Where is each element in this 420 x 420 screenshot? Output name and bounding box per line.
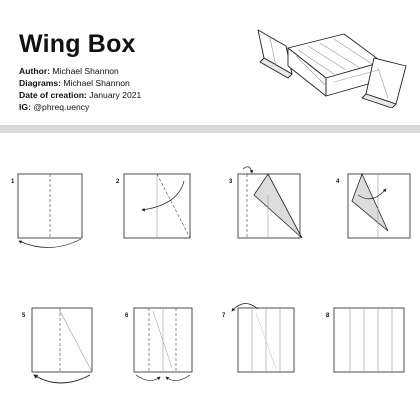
arrow-icon xyxy=(357,188,387,200)
step-8-diagram xyxy=(333,307,405,373)
step-number-4: 4 xyxy=(336,179,340,185)
credit-diagrams: Diagrams: Michael Shannon xyxy=(19,78,130,88)
arrow-icon xyxy=(141,180,185,212)
step-number-5: 5 xyxy=(22,313,26,319)
step-number-8: 8 xyxy=(326,313,330,319)
folding-diagram: 1 2 3 4 5 6 7 8 xyxy=(11,166,411,384)
credit-instagram: IG: @phreq.uency xyxy=(19,102,90,112)
arrow-icon xyxy=(18,238,82,248)
step-3-diagram xyxy=(237,166,303,239)
arrow-icon xyxy=(33,374,91,384)
arrow-icon xyxy=(231,303,259,312)
step-number-6: 6 xyxy=(125,313,129,319)
step-7-diagram xyxy=(231,303,295,373)
arrow-icon xyxy=(165,374,191,381)
divider-band xyxy=(0,125,420,133)
arrow-icon xyxy=(242,166,254,174)
step-number-3: 3 xyxy=(229,179,233,185)
step-6-diagram xyxy=(133,307,193,381)
wing-box-model-icon xyxy=(257,29,407,108)
step-4-diagram xyxy=(347,172,411,239)
step-number-7: 7 xyxy=(222,313,226,319)
step-number-1: 1 xyxy=(11,179,15,185)
step-2-diagram xyxy=(123,173,191,239)
credit-author: Author: Michael Shannon xyxy=(19,66,119,76)
step-1-diagram xyxy=(17,173,83,248)
arrow-icon xyxy=(135,374,161,381)
step-5-diagram xyxy=(31,307,93,384)
header: Wing Box Author: Michael Shannon Diagram… xyxy=(0,0,420,125)
step-number-2: 2 xyxy=(116,179,120,185)
credit-date: Date of creation: January 2021 xyxy=(19,90,142,100)
page-title: Wing Box xyxy=(19,30,136,58)
